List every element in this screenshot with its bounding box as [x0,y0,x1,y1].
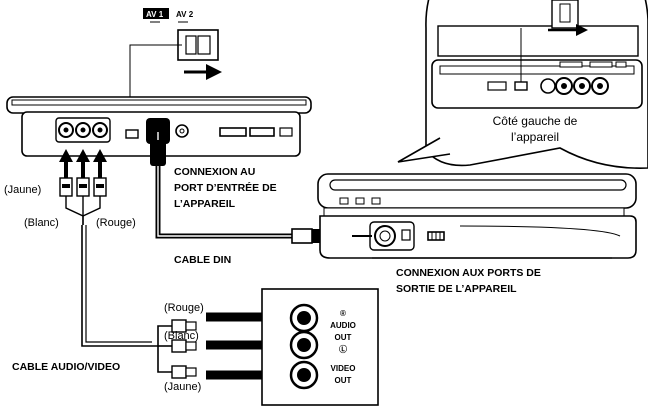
plug-top-white: (Blanc) [24,217,59,229]
av-switch-indicator: AV 1 AV 2 [129,8,222,132]
panel-r-mark: ® [340,309,346,318]
panel-audio-out-label: OUT [335,333,352,342]
connection-in-line2: PORT D’ENTRÉE DE [174,181,277,194]
panel-video-label: VIDEO [331,364,356,373]
left-side-note-line2: l’appareil [511,130,559,144]
plug-top-yellow: (Jaune) [4,184,41,196]
plug-bottom-yellow: (Jaune) [164,381,201,393]
rca-plugs-top [59,177,107,225]
output-panel: ® AUDIO OUT Ⓛ VIDEO OUT [261,288,379,406]
av2-label: AV 2 [176,10,194,19]
plug-bottom-white: (Blanc) [164,330,199,342]
portable-device [317,173,637,259]
zoom-callout: Côté gauche de l’appareil [397,0,648,169]
plug-bottom-red: (Rouge) [164,302,204,314]
panel-audio-label: AUDIO [330,321,356,330]
connection-out-line2: SORTIE DE L’APPAREIL [396,283,517,295]
connection-out-line1: CONNEXION AUX PORTS DE [396,267,541,279]
cable-av-label: CABLE AUDIO/VIDEO [12,361,120,373]
panel-video-out-label: OUT [335,376,352,385]
labels: CONNEXION AU PORT D’ENTRÉE DE L’APPAREIL… [4,166,541,393]
connection-in-line3: L’APPAREIL [174,198,236,210]
panel-l-mark: Ⓛ [339,344,347,354]
cable-din-label: CABLE DIN [174,254,231,266]
av1-label: AV 1 [146,10,164,19]
left-side-note-line1: Côté gauche de [493,114,578,128]
plug-top-red: (Rouge) [96,217,136,229]
main-device [6,96,312,157]
connection-in-line1: CONNEXION AU [174,166,255,178]
input-arrows [59,149,107,178]
